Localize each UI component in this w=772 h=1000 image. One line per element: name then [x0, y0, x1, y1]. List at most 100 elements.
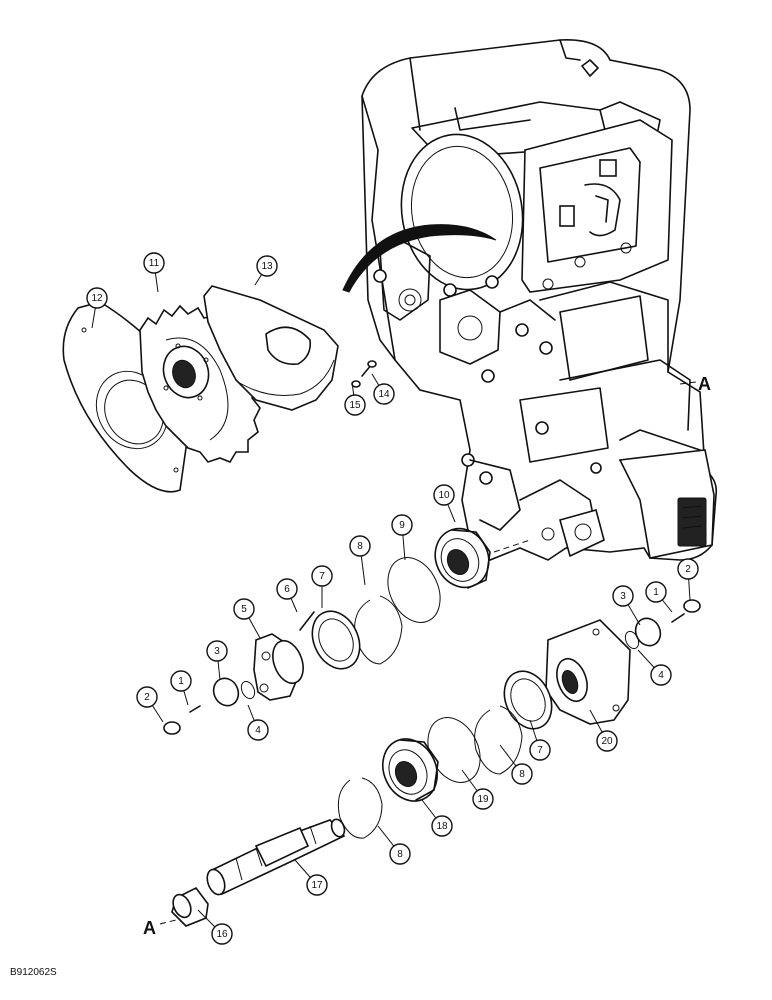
callout-c5: 5 [233, 598, 255, 620]
callout-c8a: 8 [349, 535, 371, 557]
callout-c4a: 4 [247, 719, 269, 741]
callout-label: 3 [214, 646, 220, 657]
part-7-seal-lower [503, 670, 553, 730]
callout-circle [645, 581, 667, 603]
callout-c3a: 3 [206, 640, 228, 662]
callout-label: 9 [399, 520, 405, 531]
callout-c7a: 7 [311, 565, 333, 587]
callout-circle [233, 598, 255, 620]
callout-c11: 11 [143, 252, 165, 274]
callout-circle [344, 394, 366, 416]
callout-circle [391, 514, 413, 536]
callout-circle [211, 923, 233, 945]
callout-label: 19 [477, 794, 489, 805]
callout-circle [650, 664, 672, 686]
callout-label: 8 [519, 769, 525, 780]
callout-circle [276, 578, 298, 600]
part-3-cap-left [212, 677, 240, 707]
callout-label: 2 [685, 564, 691, 575]
callout-c2a: 2 [136, 686, 158, 708]
callout-label: 2 [144, 692, 150, 703]
callout-label: 6 [284, 584, 290, 595]
part-16-sleeve [171, 886, 209, 927]
callout-label: 11 [149, 258, 160, 269]
callout-circle [596, 730, 618, 752]
callout-c6: 6 [276, 578, 298, 600]
callout-label: 18 [436, 821, 448, 832]
callout-label: 3 [620, 591, 626, 602]
callout-c19: 19 [472, 788, 494, 810]
callout-c10: 10 [433, 484, 455, 506]
callout-c2b: 2 [677, 558, 699, 580]
callout-circle [529, 739, 551, 761]
part-10-bearing [434, 527, 491, 589]
callout-circle [373, 383, 395, 405]
callout-label: 1 [653, 587, 659, 598]
part-8-snap-ring-middle [474, 705, 523, 775]
part-1-bolt-right [671, 613, 685, 623]
callout-circle [349, 535, 371, 557]
part-5-yoke [253, 633, 304, 701]
callout-circle [677, 558, 699, 580]
callout-label: 7 [537, 745, 543, 756]
callout-label: 5 [241, 604, 247, 615]
callout-label: 14 [378, 389, 390, 400]
callout-circle [306, 874, 328, 896]
part-18-bearing [382, 738, 439, 802]
callout-c1a: 1 [170, 670, 192, 692]
callout-c20: 20 [596, 730, 618, 752]
callout-c4b: 4 [650, 664, 672, 686]
callout-circle [143, 252, 165, 274]
reference-letter-a-bottom: A [143, 918, 156, 938]
part-2-washer-left [163, 721, 181, 735]
callout-circle [136, 686, 158, 708]
part-13-shield [203, 285, 339, 411]
callout-circle [511, 763, 533, 785]
part-2-washer-right [683, 599, 701, 613]
callout-c13: 13 [256, 255, 278, 277]
callout-circle [256, 255, 278, 277]
part-7-seal-upper [311, 610, 361, 670]
callout-label: 1 [178, 676, 184, 687]
part-9-ring [387, 557, 441, 623]
callout-c3b: 3 [612, 585, 634, 607]
callout-c15: 15 [344, 394, 366, 416]
callout-label: 15 [349, 400, 361, 411]
callout-label: 13 [261, 261, 273, 272]
callout-circle [311, 565, 333, 587]
callout-label: 4 [658, 670, 664, 681]
callout-label: 20 [601, 736, 613, 747]
callout-label: 8 [357, 541, 363, 552]
callout-c9: 9 [391, 514, 413, 536]
callout-c18: 18 [431, 815, 453, 837]
callout-label: 10 [438, 490, 450, 501]
callout-c7b: 7 [529, 739, 551, 761]
part-20-flange [545, 619, 631, 725]
callout-circle [472, 788, 494, 810]
callout-label: 8 [397, 849, 403, 860]
callout-circle [206, 640, 228, 662]
callout-circle [86, 287, 108, 309]
callout-circle [170, 670, 192, 692]
part-1-bolt-left [189, 705, 201, 713]
transmission-housing [342, 39, 718, 561]
callout-c8b: 8 [511, 763, 533, 785]
part-8-snap-ring-upper [354, 595, 403, 665]
callout-circle [612, 585, 634, 607]
callout-circle [247, 719, 269, 741]
callout-c17: 17 [306, 874, 328, 896]
callout-c1b: 1 [645, 581, 667, 603]
callout-c8c: 8 [389, 843, 411, 865]
callout-label: 17 [311, 880, 323, 891]
callout-c12: 12 [86, 287, 108, 309]
part-17-shaft [206, 818, 346, 896]
callout-circle [431, 815, 453, 837]
callout-circle [433, 484, 455, 506]
callout-label: 7 [319, 571, 325, 582]
callout-circle [389, 843, 411, 865]
part-6-bolt [299, 611, 315, 631]
part-14-15-bolt [351, 360, 377, 388]
part-4-oring-left [240, 680, 256, 700]
figure-code: B912062S [10, 967, 57, 978]
